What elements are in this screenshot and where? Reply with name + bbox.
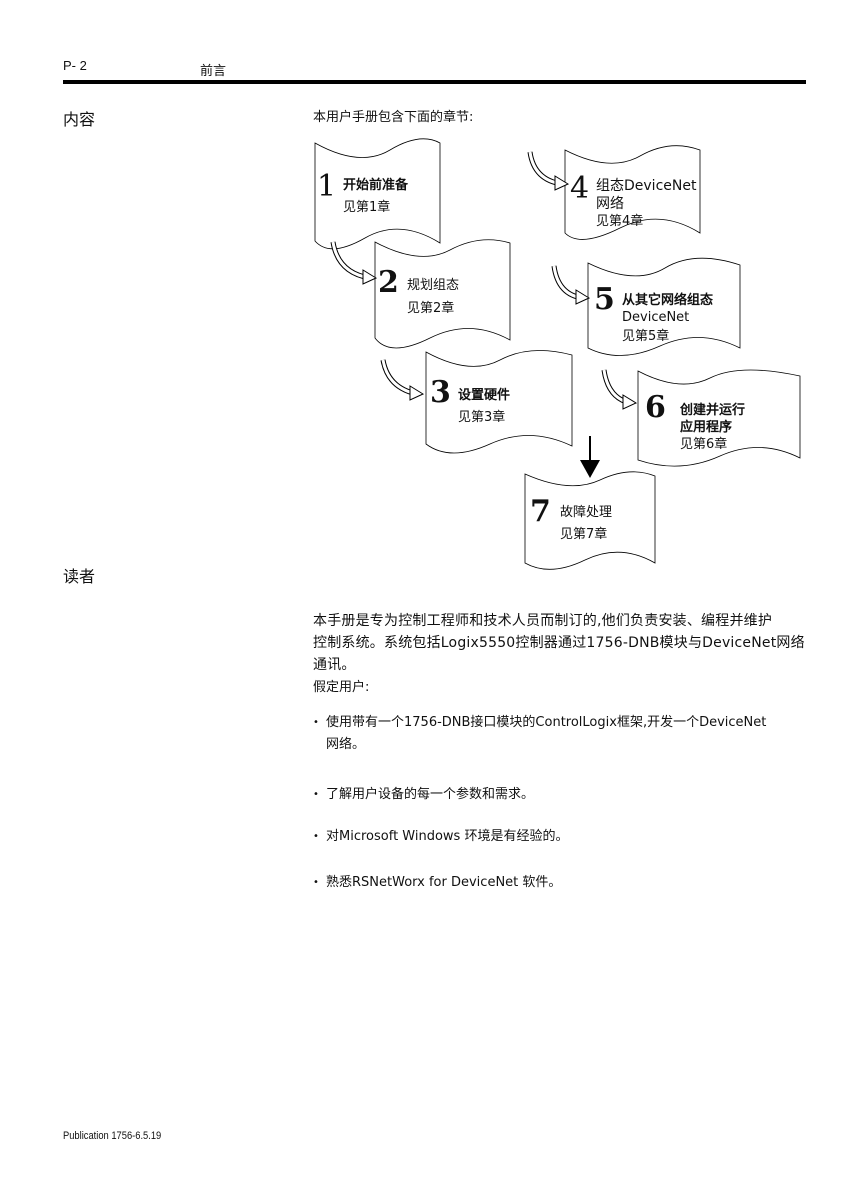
bullet-1-line1: 使用带有一个1756-DNB接口模块的ControlLogix框架,开发一个De…: [326, 715, 767, 730]
section-header: 前言: [200, 64, 227, 79]
chapter-6-title-line2: 应用程序: [680, 420, 733, 435]
bullet-3-text: 对Microsoft Windows 环境是有经验的。: [326, 829, 569, 844]
chapter-6-card: [637, 369, 801, 467]
chapter-4-number: 4: [570, 171, 590, 206]
chapter-4-title: 组态DeviceNet: [596, 178, 697, 194]
bullet-4-text: 熟悉RSNetWorx for DeviceNet 软件。: [326, 875, 562, 890]
page-number: P- 2: [63, 58, 87, 73]
readers-paragraph: 本手册是专为控制工程师和技术人员而制订的,他们负责安装、编程并维护 控制系统。系…: [313, 610, 808, 676]
chapter-1-title: 开始前准备: [343, 178, 409, 193]
chapter-6-ref: 见第6章: [680, 437, 728, 452]
chapter-7-card: [524, 471, 656, 570]
header-rule: [63, 80, 806, 84]
intro-text: 本用户手册包含下面的章节:: [313, 110, 474, 125]
section-contents-heading: 内容: [63, 110, 96, 129]
readers-line-3: 通讯。: [313, 657, 356, 673]
chapter-5-card: [587, 257, 741, 356]
chapter-2-ref: 见第2章: [407, 301, 455, 316]
chapter-flow-diagram: [314, 138, 801, 570]
bullet-icon: •: [313, 877, 319, 888]
readers-line-1: 本手册是专为控制工程师和技术人员而制订的,他们负责安装、编程并维护: [313, 613, 773, 629]
chapter-1-number: 1: [317, 169, 337, 204]
chapter-3-number: 3: [430, 375, 451, 410]
bullet-1-line2: 网络。: [326, 737, 366, 752]
chapter-4-card: [564, 145, 701, 240]
chapter-1-card: [314, 138, 441, 250]
chapter-2-number: 2: [378, 265, 399, 300]
section-readers-heading: 读者: [63, 567, 96, 586]
chapter-1-ref: 见第1章: [343, 200, 391, 215]
chapter-6-title: 创建并运行: [680, 403, 746, 418]
chapter-6-number: 6: [645, 390, 666, 425]
bullet-icon: •: [313, 831, 319, 842]
chapter-5-number: 5: [594, 282, 615, 317]
bullet-icon: •: [313, 789, 319, 800]
chapter-4-ref: 见第4章: [596, 214, 644, 229]
chapter-2-title: 规划组态: [407, 278, 460, 293]
chapter-7-ref: 见第7章: [560, 527, 608, 542]
bullet-icon: •: [313, 717, 319, 728]
readers-line-2: 控制系统。系统包括Logix5550控制器通过1756-DNB模块与Device…: [313, 635, 805, 651]
chapter-3-ref: 见第3章: [458, 410, 506, 425]
chapter-4-title-line2: 网络: [596, 196, 624, 212]
list-item: • 熟悉RSNetWorx for DeviceNet 软件。: [313, 872, 808, 894]
assume-label: 假定用户:: [313, 680, 370, 695]
list-item: • 使用带有一个1756-DNB接口模块的ControlLogix框架,开发一个…: [313, 712, 808, 758]
chapter-7-number: 7: [530, 494, 551, 529]
chapter-5-title: 从其它网络组态: [622, 293, 714, 308]
chapter-5-ref: 见第5章: [622, 329, 670, 344]
chapter-5-title-line2: DeviceNet: [622, 310, 690, 325]
list-item: • 对Microsoft Windows 环境是有经验的。: [313, 826, 808, 848]
list-item: • 了解用户设备的每一个参数和需求。: [313, 784, 808, 806]
bullet-2-text: 了解用户设备的每一个参数和需求。: [326, 787, 535, 802]
curved-arrows: [330, 151, 638, 410]
chapter-2-card: [374, 239, 511, 349]
chapter-3-title: 设置硬件: [458, 388, 511, 403]
chapter-3-card: [425, 350, 573, 454]
publication-footer: Publication 1756-6.5.19: [63, 1130, 162, 1142]
down-arrow-icon: [580, 436, 600, 478]
chapter-7-title: 故障处理: [560, 505, 613, 520]
